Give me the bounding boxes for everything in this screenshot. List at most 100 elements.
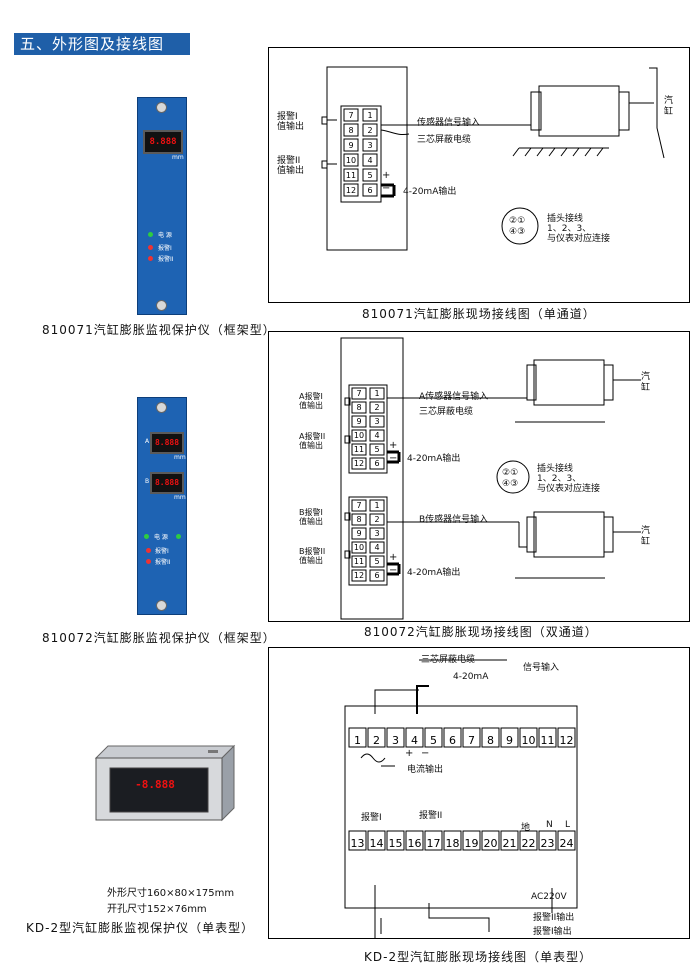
d2-a-terminal-4: 4 — [374, 431, 379, 440]
d2-b-current: 4-20mA输出 — [407, 568, 461, 578]
d1-terminal-9: 9 — [348, 141, 353, 150]
unit-label: mm — [172, 154, 184, 161]
d2-a-terminal-9: 9 — [356, 417, 361, 426]
d3-terminal-22: 22 — [522, 837, 536, 850]
top-screw-icon — [156, 102, 167, 113]
fig3-caption: KD-2型汽缸膨胀监视保护仪（单表型） — [26, 921, 255, 935]
d3-l: L — [565, 820, 571, 830]
d1-terminal-1-box — [362, 108, 378, 122]
power-label: 电 源 — [158, 232, 172, 239]
d2-b-terminal-1: 1 — [374, 501, 379, 510]
d2-b-terminal-12: 12 — [354, 571, 364, 580]
d2-a-terminal-3-box — [369, 415, 385, 428]
d2-b-terminal-10: 10 — [354, 543, 364, 552]
d2-b-terminal-11: 11 — [354, 557, 364, 566]
d2-a-terminal-6-box — [369, 457, 385, 470]
d2-a-minus: − — [389, 453, 398, 464]
d2-b-terminal-4-box — [369, 541, 385, 554]
d2-a-terminal-2-box — [369, 401, 385, 414]
fig1-caption: 810071汽缸膨胀监视保护仪（框架型） — [42, 323, 276, 337]
d2-cylinder-b: 汽缸 — [641, 526, 651, 547]
d2-b-terminal-2-box — [369, 513, 385, 526]
d2-b-terminal-5-box — [369, 555, 385, 568]
d3-terminal-9-box — [500, 727, 519, 748]
d1-sensor-input: 传感器信号输入 — [417, 118, 481, 128]
d3-terminal-5: 5 — [430, 734, 437, 747]
d2-a-terminal-4-box — [369, 429, 385, 442]
unit-a: mm — [174, 454, 186, 461]
d3-terminal-6-box — [443, 727, 462, 748]
d2-a-terminal-3: 3 — [374, 417, 379, 426]
d3-terminal-18: 18 — [446, 837, 460, 850]
power-label: 电 源 — [154, 534, 168, 541]
alarm2-led-icon — [148, 256, 153, 261]
d3-terminal-16: 16 — [408, 837, 422, 850]
d2-b-terminal-9: 9 — [356, 529, 361, 538]
alarm2-label: 报警II — [155, 559, 171, 566]
unit-b: mm — [174, 494, 186, 501]
d1-terminal-4-box — [362, 153, 378, 167]
d2-b-plus: + — [389, 552, 398, 563]
diag2-caption: 810072汽缸膨胀现场接线图（双通道） — [364, 625, 598, 639]
power-led-a-icon — [144, 534, 149, 539]
d3-terminal-3: 3 — [392, 734, 399, 747]
d3-terminal-23: 23 — [541, 837, 555, 850]
d3-terminal-19-box — [462, 830, 481, 851]
d3-terminal-22-box — [519, 830, 538, 851]
d2-cylinder-a: 汽缸 — [641, 372, 651, 393]
d2-b-terminal-10-box — [351, 541, 367, 554]
d1-terminal-11: 11 — [346, 171, 356, 180]
d3-terminal-13-box — [348, 830, 367, 851]
d2-a-terminal-12: 12 — [354, 459, 364, 468]
d3-terminal-11: 11 — [541, 734, 555, 747]
d3-cable: 三芯屏蔽电缆 — [421, 655, 476, 665]
d2-b-terminal-1-box — [369, 499, 385, 512]
d3-terminal-24: 24 — [560, 837, 574, 850]
d2-a-terminal-8: 8 — [356, 403, 361, 412]
d2-a-terminal-1-box — [369, 387, 385, 400]
d3-terminal-4-box — [405, 727, 424, 748]
d2-a-terminal-7-box — [351, 387, 367, 400]
d1-plus: + — [382, 170, 391, 181]
d3-plus: + — [405, 748, 414, 759]
d2-a-terminal-6: 6 — [374, 459, 379, 468]
d2-a-terminal-1: 1 — [374, 389, 379, 398]
d3-terminal-21-box — [500, 830, 519, 851]
d3-terminal-1-box — [348, 727, 367, 748]
d3-terminal-14-box — [367, 830, 386, 851]
top-screw-icon — [156, 402, 167, 413]
d3-terminal-18-box — [443, 830, 462, 851]
d1-current-out: 4-20mA输出 — [403, 187, 457, 197]
d3-terminal-8: 8 — [487, 734, 494, 747]
d3-minus: − — [421, 748, 430, 759]
d2-b-terminal-5: 5 — [374, 557, 379, 566]
d1-terminal-1: 1 — [367, 111, 372, 120]
d2-a-terminal-7: 7 — [356, 389, 361, 398]
d2-a-terminal-8-box — [351, 401, 367, 414]
d2-a-terminal-5: 5 — [374, 445, 379, 454]
alarm1-label: 报警I — [158, 245, 172, 252]
power-led-icon — [148, 232, 153, 237]
d1-terminal-5: 5 — [367, 171, 372, 180]
d3-terminal-10: 10 — [522, 734, 536, 747]
diag1-caption: 810071汽缸膨胀现场接线图（单通道） — [362, 307, 596, 321]
d2-a-terminal-11-box — [351, 443, 367, 456]
cutout-note: 开孔尺寸152×76mm — [107, 904, 207, 915]
power-led-b-icon — [176, 534, 181, 539]
d2-b-terminal-4: 4 — [374, 543, 379, 552]
d1-terminal-6-box — [362, 183, 378, 197]
panel-810071: 8.888 mm 电 源 报警I 报警II — [137, 97, 187, 315]
alarm1-led-icon — [148, 245, 153, 250]
alarm1-led-icon — [146, 548, 151, 553]
d3-terminal-5-box — [424, 727, 443, 748]
d3-terminal-10-box — [519, 727, 538, 748]
d1-terminal-4: 4 — [367, 156, 372, 165]
d3-terminal-21: 21 — [503, 837, 517, 850]
d2-a-terminal-11: 11 — [354, 445, 364, 454]
size-note: 外形尺寸160×80×175mm — [107, 888, 235, 899]
